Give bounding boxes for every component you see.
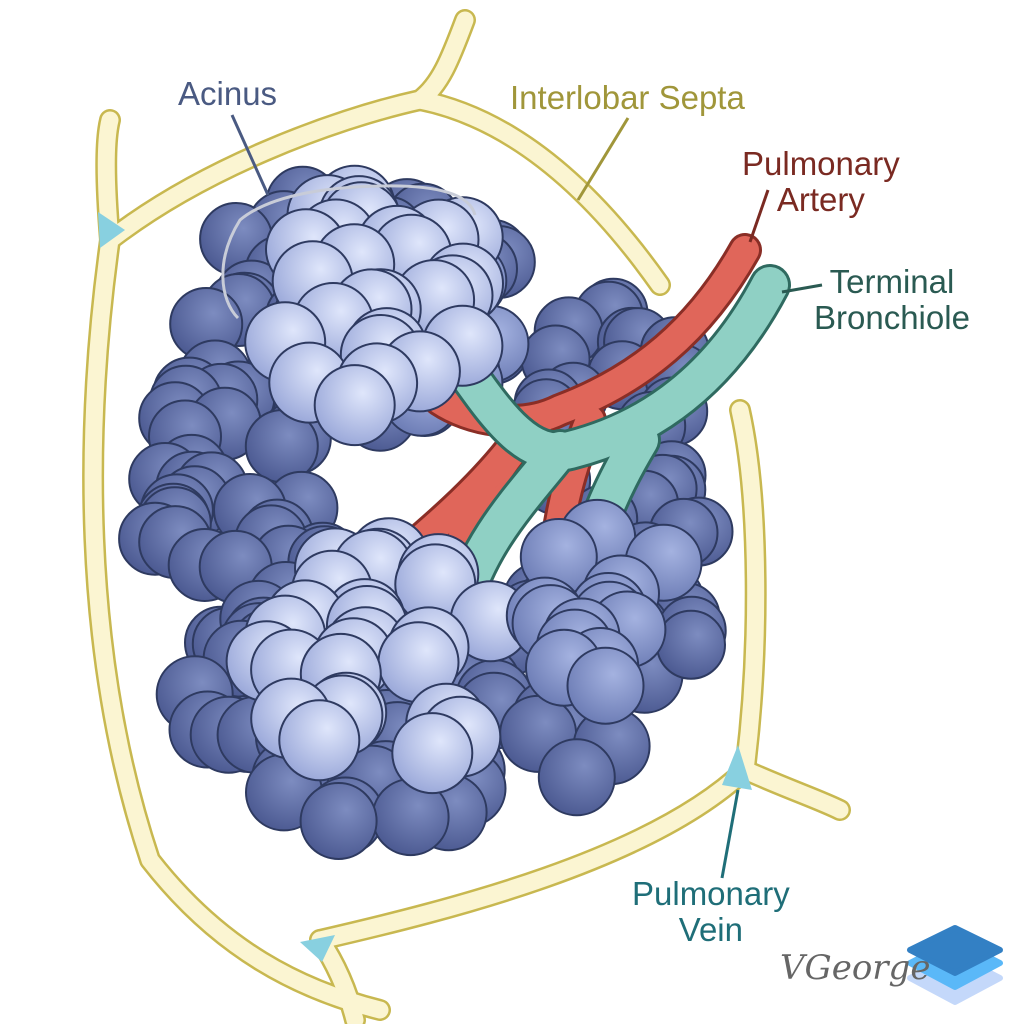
terminal-bronchiole-label-line1: Terminal xyxy=(829,263,955,300)
alveolus xyxy=(656,609,726,680)
layers-logo-icon xyxy=(907,925,1003,1005)
alveolus xyxy=(391,712,474,795)
terminal-bronchiole-label-line2: Bronchiole xyxy=(814,299,970,336)
pulmonary-vein-label-line1: Pulmonary xyxy=(632,875,790,912)
vein-cross-section-icon xyxy=(300,935,335,962)
alveolus xyxy=(537,738,616,817)
alveolus xyxy=(313,364,396,447)
pulmonary-vein-label-line2: Vein xyxy=(678,911,743,948)
pulmonary-artery-label-line1: Pulmonary xyxy=(742,145,900,182)
pulmonary-artery-label-line2: Artery xyxy=(776,181,865,218)
alveolus xyxy=(566,646,645,725)
vein-cross-section-icon xyxy=(98,212,125,248)
pulmonary-artery-label: Pulmonary Artery xyxy=(742,146,900,218)
terminal-bronchiole-label: Terminal Bronchiole xyxy=(814,264,970,336)
artist-signature: VGeorge xyxy=(780,948,931,988)
interlobar-septa-label: Interlobar Septa xyxy=(510,79,745,116)
vein-cross-section-icon xyxy=(722,745,752,790)
leader-lines xyxy=(230,114,823,879)
alveoli-front-clusters xyxy=(225,164,703,795)
acinus-bracket xyxy=(221,184,477,320)
acinus-label: Acinus xyxy=(178,75,278,112)
alveolus xyxy=(299,782,378,860)
alveolus xyxy=(278,699,361,782)
pulmonary-vein-label: Pulmonary Vein xyxy=(632,876,790,948)
